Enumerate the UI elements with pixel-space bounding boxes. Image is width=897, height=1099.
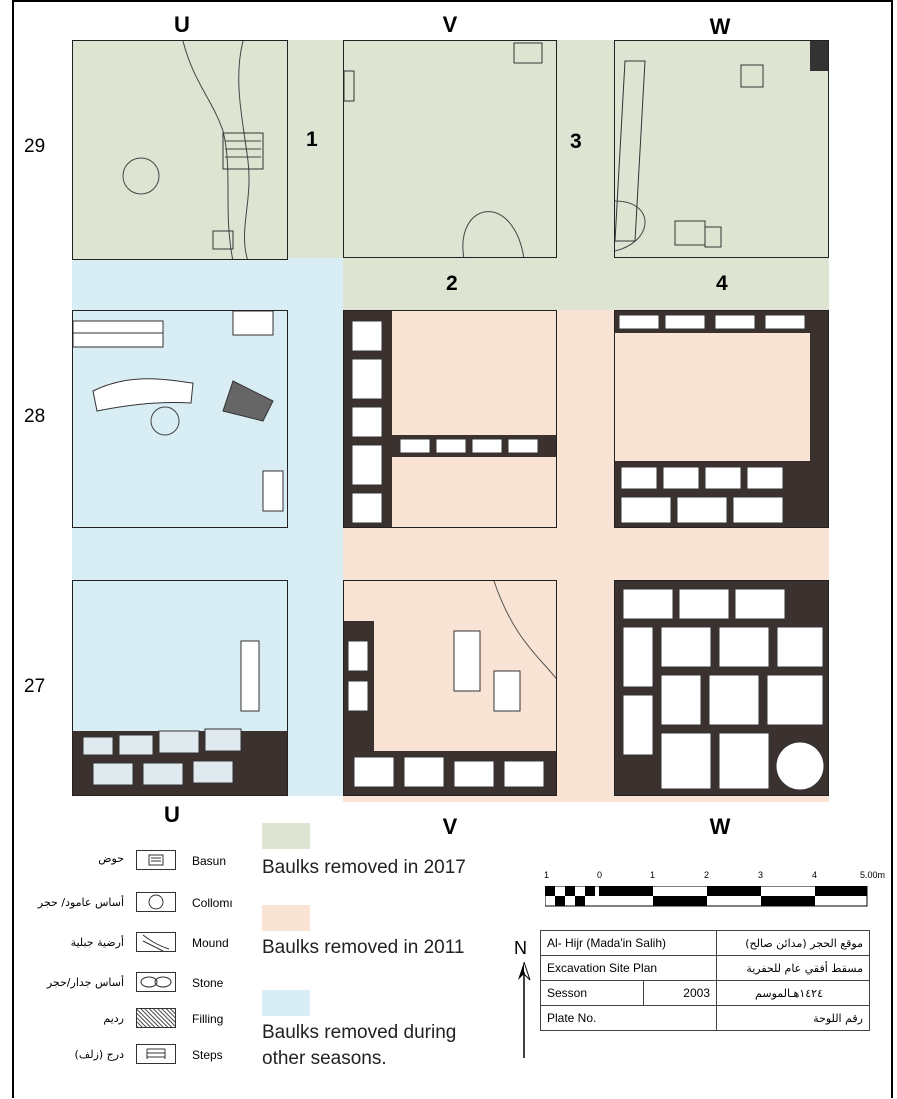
mound-icon: [136, 932, 176, 952]
site-ar: موقع الحجر (مدائن صالح): [716, 930, 870, 956]
legend-ar-basin: حوض: [98, 852, 124, 865]
key-swatch-2011: [262, 905, 310, 931]
key-label-2017: Baulks removed in 2017: [262, 857, 466, 878]
season-year: 2003: [643, 980, 717, 1006]
baulk-number-3: 3: [570, 130, 582, 153]
title-row-plan: Excavation Site Plan مسقط أفقي عام للحفر…: [540, 955, 870, 981]
square-W29: [614, 40, 829, 258]
square-V27: [343, 580, 557, 796]
row-header-28: 28: [24, 406, 46, 427]
key-label-2011: Baulks removed in 2011: [262, 937, 465, 958]
baulk-band-peach-bottom: [343, 796, 829, 802]
plan-ar: مسقط أفقي عام للحفرية: [716, 955, 870, 981]
scale-bar-graphic: [545, 886, 868, 907]
row-header-29: 29: [24, 136, 46, 157]
baulk-band-peach-w2: [557, 580, 614, 802]
baulk-band-1: [288, 40, 343, 260]
square-V29: [343, 40, 557, 258]
baulk-number-4: 4: [716, 272, 728, 295]
site-en: Al- Hijr (Mada'in Salih): [540, 930, 717, 956]
baulk-band-3: [557, 40, 614, 260]
scale-label-1: 1: [650, 870, 656, 880]
stone-icon: [136, 972, 176, 992]
legend-en-column: Collomı: [192, 896, 233, 910]
square-W27: [614, 580, 829, 796]
steps-icon: [136, 1044, 176, 1064]
season-ar-value: ١٤٢٤هـ: [790, 986, 823, 1000]
plate-en: Plate No.: [540, 1005, 717, 1031]
title-row-site: Al- Hijr (Mada'in Salih) موقع الحجر (مدا…: [540, 930, 870, 956]
plate-ar: رقم اللوحة: [716, 1005, 870, 1031]
square-U28: [72, 310, 288, 528]
scale-label-0: 0: [597, 870, 603, 880]
season-ar: ١٤٢٤هـالموسم: [716, 980, 870, 1006]
title-row-season: Sesson 2003 ١٤٢٤هـالموسم: [540, 980, 870, 1006]
scale-label-5m: 5.00m: [860, 870, 886, 880]
baulk-number-1: 1: [306, 128, 318, 151]
column-footer-U: U: [164, 802, 180, 827]
key-swatch-other: [262, 990, 310, 1016]
season-ar-label: الموسم: [755, 986, 791, 1000]
column-footer-W: W: [709, 814, 731, 839]
north-arrow-icon: [518, 962, 531, 1058]
square-U29: [72, 40, 288, 260]
filling-icon: [136, 1008, 176, 1028]
north-label: N: [514, 938, 527, 958]
square-W28: [614, 310, 829, 528]
legend-ar-steps: درج (زلف): [74, 1048, 124, 1061]
column-footer-V: V: [442, 814, 458, 839]
column-icon: [136, 892, 176, 912]
baulk-band-2-4: [343, 258, 829, 310]
title-block: Al- Hijr (Mada'in Salih) موقع الحجر (مدا…: [540, 930, 870, 1031]
row-header-27: 27: [24, 676, 46, 697]
square-V28: [343, 310, 557, 528]
baulk-band-peach-w: [557, 310, 614, 528]
baulk-band-blue-right: [288, 310, 343, 796]
legend-en-mound: Mound: [192, 936, 229, 950]
baulk-band-peach-mid: [343, 528, 829, 580]
legend-en-basin: Basun: [192, 854, 227, 868]
key-label-other: Baulks removed during other seasons.: [262, 1022, 457, 1069]
scale-label-4: 4: [812, 870, 818, 880]
baulk-number-2: 2: [446, 272, 458, 295]
baulk-band-blue-top: [72, 258, 343, 310]
plate-frame: [12, 0, 893, 1098]
scale-label-2: 2: [704, 870, 710, 880]
square-U27: [72, 580, 288, 796]
scale-label-1a: 1: [544, 870, 550, 880]
plan-en: Excavation Site Plan: [540, 955, 717, 981]
basin-icon: [136, 850, 176, 870]
scale-label-3: 3: [758, 870, 764, 880]
legend-en-stone: Stone: [192, 976, 224, 990]
column-header-V: V: [442, 12, 458, 37]
legend-ar-stone: أساس جدار/حجر: [46, 976, 124, 989]
legend-en-filling: Filling: [192, 1012, 224, 1026]
column-header-W: W: [709, 14, 731, 39]
column-header-U: U: [174, 12, 190, 37]
baulk-band-blue-mid: [72, 528, 288, 580]
legend-en-steps: Steps: [192, 1048, 223, 1062]
legend-ar-mound: أرضية جبلية: [70, 936, 124, 949]
key-swatch-2017: [262, 823, 310, 849]
season-en: Sesson: [540, 980, 644, 1006]
title-row-plate: Plate No. رقم اللوحة: [540, 1005, 870, 1031]
legend-ar-filling: رديم: [103, 1012, 124, 1025]
legend-ar-column: أساس عامود/ حجر: [37, 896, 124, 909]
